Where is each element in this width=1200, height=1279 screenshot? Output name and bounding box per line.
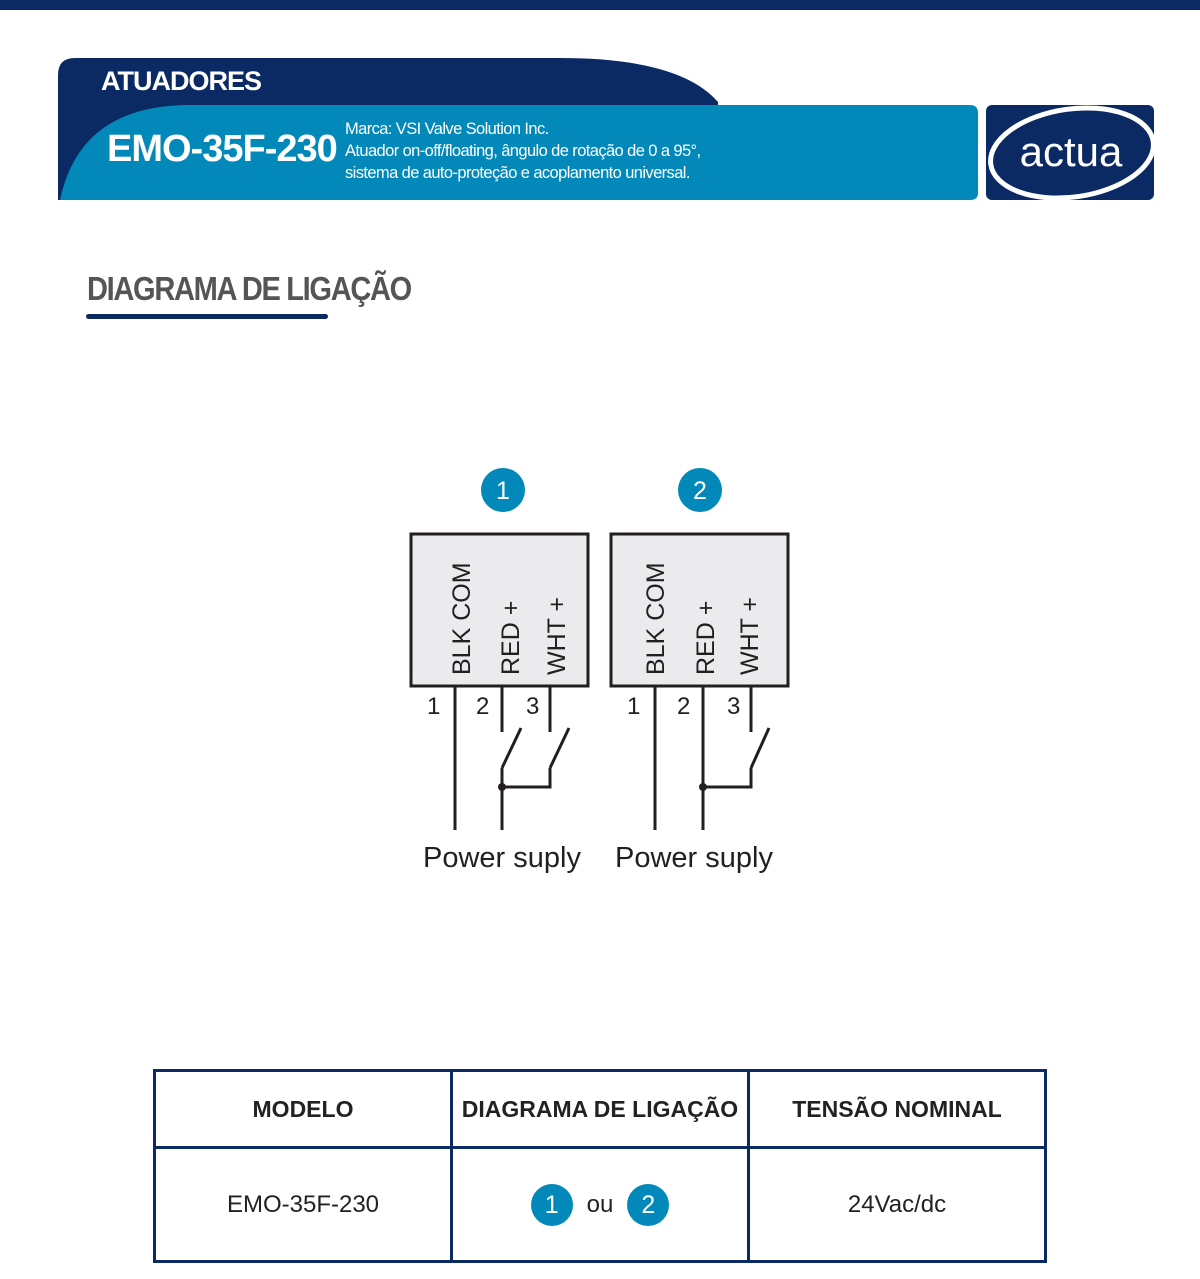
svg-text:WHT +: WHT + <box>736 597 764 675</box>
diagram-badge-2 <box>678 468 722 512</box>
description-line: Atuador on-off/floating, ângulo de rotaç… <box>345 142 701 160</box>
svg-text:1: 1 <box>496 477 510 505</box>
wiring-diagram: 1 BLK COM RED + WHT + 1 2 3 Power suply … <box>409 468 790 874</box>
section-underline <box>86 314 328 319</box>
actua-logo <box>986 105 1154 200</box>
svg-text:1: 1 <box>427 693 440 720</box>
separator-text: ou <box>586 1190 614 1218</box>
header-diagram: DIAGRAMA DE LIGAÇÃO <box>450 1068 750 1150</box>
table-row: EMO-35F-230 1 ou 2 24Vac/dc <box>153 1146 1047 1263</box>
svg-text:Power suply: Power suply <box>423 842 581 874</box>
svg-text:actua: actua <box>1020 128 1123 175</box>
svg-text:RED +: RED + <box>497 601 525 675</box>
svg-text:2: 2 <box>677 693 690 720</box>
diagram-2: 2 BLK COM RED + WHT + 1 2 3 Power suply <box>609 468 790 874</box>
section-title: DIAGRAMA DE LIGAÇÃO <box>87 270 412 307</box>
svg-text:2: 2 <box>693 477 707 505</box>
table-header-row: MODELO DIAGRAMA DE LIGAÇÃO TENSÃO NOMINA… <box>153 1068 1047 1150</box>
svg-text:WHT +: WHT + <box>543 597 571 675</box>
description-line: Marca: VSI Valve Solution Inc. <box>345 120 549 138</box>
category-title: ATUADORES <box>101 66 262 96</box>
svg-text:Power suply: Power suply <box>615 842 773 874</box>
diagram-badge: 2 <box>627 1183 670 1226</box>
header-model: MODELO <box>153 1068 453 1150</box>
model-description: Marca: VSI Valve Solution Inc. Atuador o… <box>345 118 701 184</box>
spec-table: MODELO DIAGRAMA DE LIGAÇÃO TENSÃO NOMINA… <box>153 1068 1047 1263</box>
model-title: EMO-35F-230 <box>107 128 338 170</box>
svg-text:BLK COM: BLK COM <box>642 562 670 675</box>
svg-text:3: 3 <box>526 693 539 720</box>
diagram-badge-1 <box>481 468 525 512</box>
diagram-badge: 1 <box>530 1183 573 1226</box>
diagram-1: 1 BLK COM RED + WHT + 1 2 3 Power suply <box>409 468 590 874</box>
header-voltage: TENSÃO NOMINAL <box>747 1068 1047 1150</box>
top-bar <box>0 0 1200 10</box>
cell-voltage: 24Vac/dc <box>747 1146 1047 1263</box>
header-banner: actua <box>58 58 1156 201</box>
description-line: sistema de auto-proteção e acoplamento u… <box>345 164 690 182</box>
svg-text:RED +: RED + <box>692 601 720 675</box>
svg-text:1: 1 <box>627 693 640 720</box>
svg-text:3: 3 <box>727 693 740 720</box>
svg-text:2: 2 <box>476 693 489 720</box>
cell-diagram: 1 ou 2 <box>450 1146 750 1263</box>
svg-text:BLK COM: BLK COM <box>448 562 476 675</box>
cell-model: EMO-35F-230 <box>153 1146 453 1263</box>
